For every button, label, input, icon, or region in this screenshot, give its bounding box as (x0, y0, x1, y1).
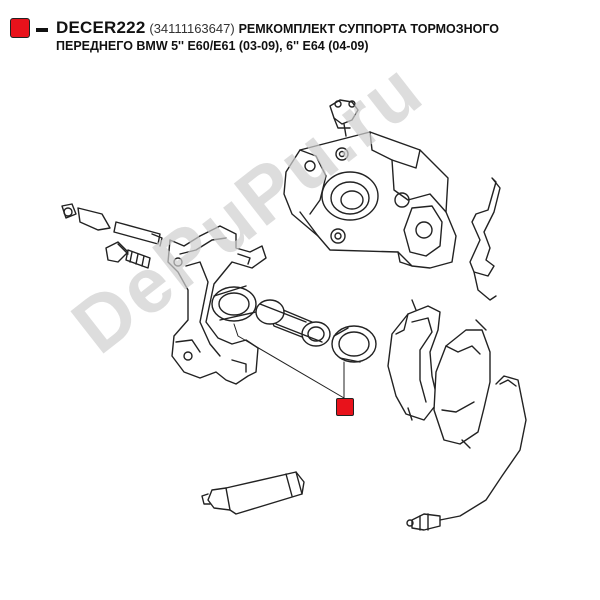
product-code: DECER222 (56, 18, 146, 37)
piston-icon (255, 299, 331, 347)
caliper-housing-icon (283, 131, 457, 269)
title-line-1: DECER222 (34111163647) РЕМКОМПЛЕКТ СУППО… (56, 18, 499, 38)
guide-pin-icon (61, 203, 163, 247)
description-line-2: ПЕРЕДНЕГО BMW 5'' E60/E61 (03-09), 6'' E… (56, 39, 369, 53)
brake-pad-inner-icon (387, 299, 441, 421)
part-number: (34111163647) (149, 21, 235, 36)
piston-seal-icon (331, 325, 377, 363)
grease-tube-icon (201, 471, 305, 515)
anti-rattle-spring-icon (469, 177, 501, 301)
brake-pad-outer-icon (433, 319, 491, 449)
description-line-1: РЕМКОМПЛЕКТ СУППОРТА ТОРМОЗНОГО (238, 22, 499, 36)
dust-boot-icon (211, 285, 257, 322)
callout-lines (233, 323, 345, 399)
caliper-carrier-icon (167, 225, 267, 385)
bleeder-valve-icon (329, 99, 359, 137)
bolt-icon (105, 241, 151, 269)
dash-icon (36, 28, 48, 32)
red-marker-icon (10, 18, 30, 38)
kit-marker-icon (336, 398, 354, 416)
wear-sensor-icon (406, 375, 527, 531)
